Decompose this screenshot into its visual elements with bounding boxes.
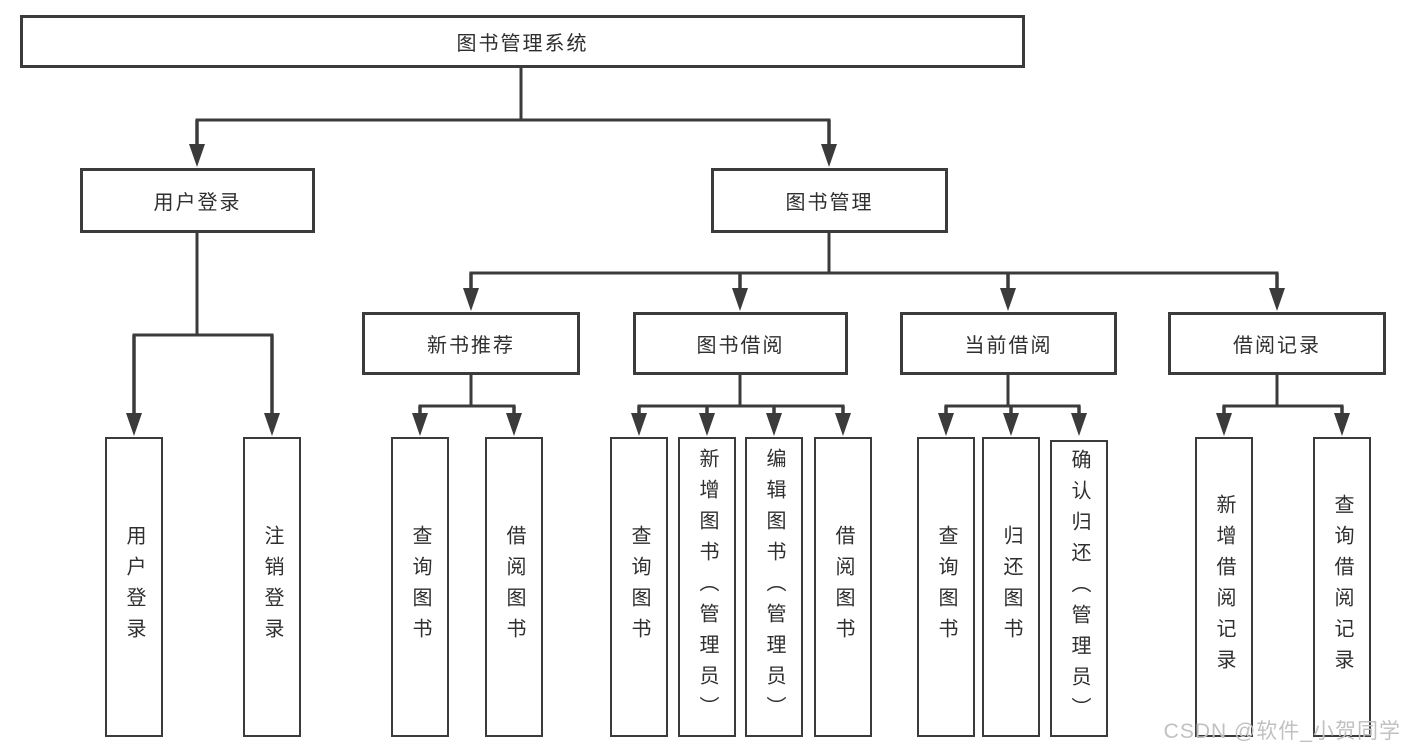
leaf-user-login-label: 用户登录 (123, 525, 145, 649)
leaf-query-borrow-record-label: 查询借阅记录 (1331, 494, 1353, 680)
leaf-query-books-recommend: 查询图书 (391, 437, 449, 737)
node-current-borrowing-label: 当前借阅 (964, 335, 1053, 357)
node-new-book-recommendation: 新书推荐 (362, 312, 580, 375)
node-book-management-label: 图书管理 (785, 192, 874, 214)
node-book-management: 图书管理 (711, 168, 948, 233)
node-user-login: 用户登录 (80, 168, 315, 233)
leaf-edit-book-admin: 编辑图书（管理员） (745, 437, 803, 737)
leaf-query-books-current-label: 查询图书 (935, 525, 957, 649)
leaf-user-login: 用户登录 (105, 437, 163, 737)
leaf-query-borrow-record: 查询借阅记录 (1313, 437, 1371, 737)
node-book-borrowing-label: 图书借阅 (696, 335, 785, 357)
node-book-borrowing: 图书借阅 (633, 312, 848, 375)
leaf-return-book-label: 归还图书 (1000, 525, 1022, 649)
leaf-confirm-return-admin-label: 确认归还（管理员） (1068, 449, 1090, 728)
leaf-confirm-return-admin: 确认归还（管理员） (1050, 440, 1108, 737)
leaf-add-borrow-record-label: 新增借阅记录 (1213, 494, 1235, 680)
leaf-query-books-current: 查询图书 (917, 437, 975, 737)
leaf-add-borrow-record: 新增借阅记录 (1195, 437, 1253, 737)
leaf-query-books-borrow-label: 查询图书 (628, 525, 650, 649)
leaf-logout-label: 注销登录 (261, 525, 283, 649)
leaf-borrow-books: 借阅图书 (814, 437, 872, 737)
leaf-add-book-admin-label: 新增图书（管理员） (696, 447, 718, 727)
leaf-logout: 注销登录 (243, 437, 301, 737)
leaf-query-books-borrow: 查询图书 (610, 437, 668, 737)
node-borrowing-records-label: 借阅记录 (1233, 335, 1321, 357)
node-user-login-label: 用户登录 (153, 192, 242, 214)
leaf-borrow-books-recommend: 借阅图书 (485, 437, 543, 737)
leaf-borrow-books-label: 借阅图书 (832, 525, 854, 649)
node-library-system: 图书管理系统 (20, 15, 1025, 68)
watermark: CSDN @软件_小贺同学 (1163, 720, 1401, 743)
leaf-return-book: 归还图书 (982, 437, 1040, 737)
node-borrowing-records: 借阅记录 (1168, 312, 1386, 375)
leaf-edit-book-admin-label: 编辑图书（管理员） (763, 447, 785, 727)
leaf-query-books-recommend-label: 查询图书 (409, 525, 431, 649)
leaf-add-book-admin: 新增图书（管理员） (678, 437, 736, 737)
leaf-borrow-books-recommend-label: 借阅图书 (503, 525, 525, 649)
node-current-borrowing: 当前借阅 (900, 312, 1117, 375)
node-new-book-recommendation-label: 新书推荐 (427, 335, 515, 357)
node-library-system-label: 图书管理系统 (456, 33, 589, 55)
